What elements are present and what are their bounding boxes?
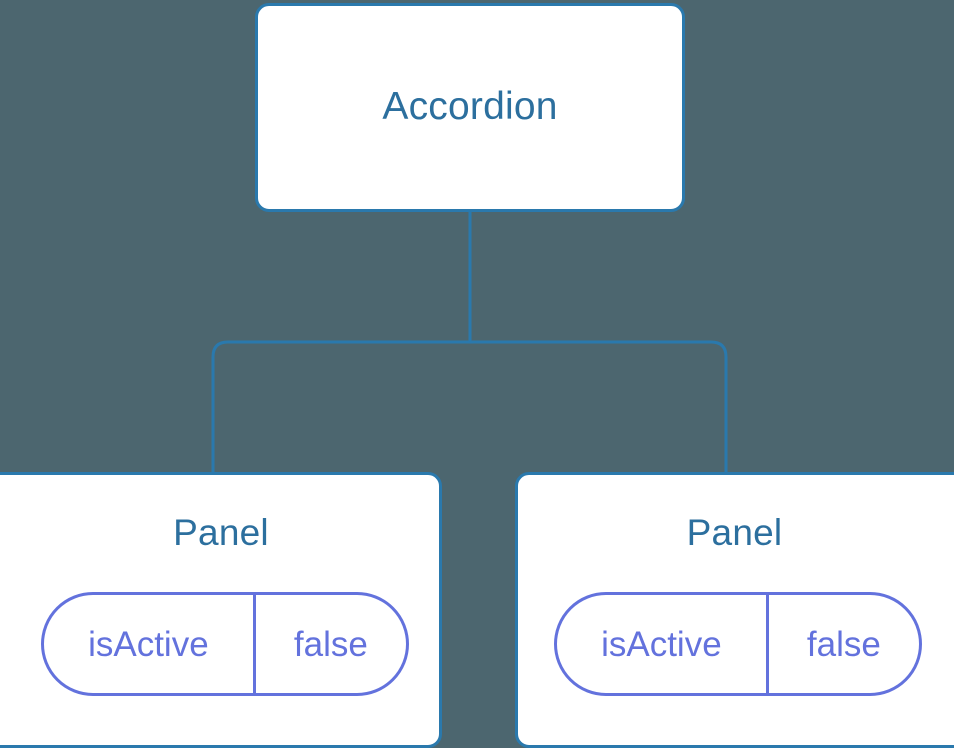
prop-pill-right[interactable]: isActive false [554,592,922,696]
node-accordion-title: Accordion [382,85,558,129]
node-accordion[interactable]: Accordion [255,3,685,212]
node-panel-right[interactable]: Panel isActive false [515,472,954,748]
prop-pill-left-key: isActive [44,595,256,693]
prop-pill-left[interactable]: isActive false [41,592,409,696]
node-panel-right-title: Panel [686,512,783,553]
connector-branch-left [211,340,471,476]
connector-branch-right [469,340,728,476]
prop-pill-right-key: isActive [557,595,769,693]
prop-pill-right-value: false [806,624,881,664]
prop-pill-left-value: false [293,624,368,664]
node-panel-left-title: Panel [173,512,269,553]
node-panel-left[interactable]: Panel isActive false [0,472,442,748]
